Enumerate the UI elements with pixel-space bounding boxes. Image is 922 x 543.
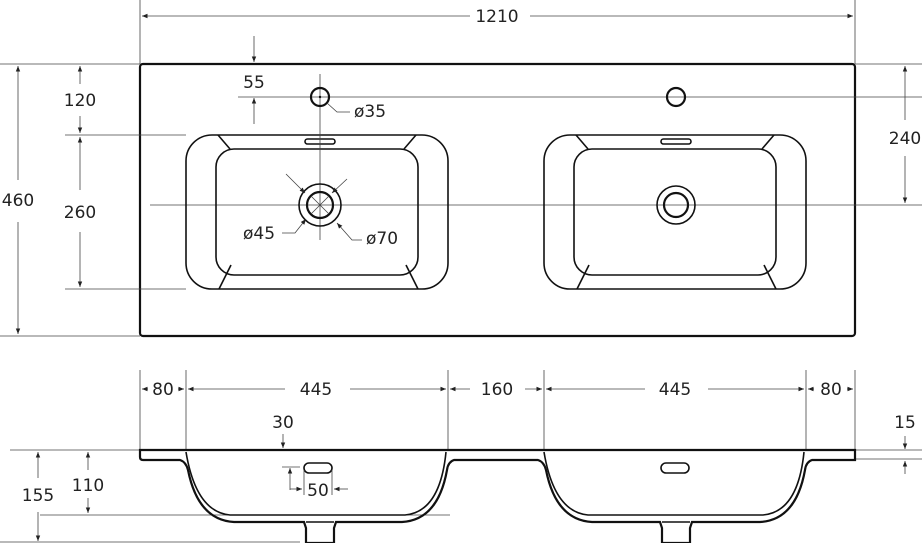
sink-profile-outline [138, 448, 857, 543]
dim-rim-thickness: 15 [894, 413, 916, 433]
dim-right-margin: 80 [820, 380, 842, 400]
dim-bowl-depth: 260 [64, 203, 96, 223]
dim-tap-hole-diameter: ø35 [354, 102, 386, 122]
drain-outer [298, 183, 342, 227]
dim-overall-depth: 460 [2, 191, 34, 211]
tap-hole [665, 86, 687, 108]
dim-tap-offset: 55 [243, 73, 265, 93]
overflow-hole-side [303, 462, 333, 474]
left-bowl-top [185, 74, 449, 290]
dim-overflow-width: 50 [307, 481, 329, 501]
dim-left-bowl-width: 445 [300, 380, 332, 400]
top-view: 1210 460 120 260 55 240 [0, 0, 922, 338]
dim-back-to-center: 240 [889, 129, 921, 149]
dim-bowl-height: 110 [72, 476, 104, 496]
dim-drain-inner-diameter: ø45 [243, 224, 275, 244]
dim-left-margin: 80 [152, 380, 174, 400]
overflow-hole-side [660, 462, 690, 474]
dim-right-bowl-width: 445 [659, 380, 691, 400]
drain-inner [305, 190, 335, 220]
dim-front-to-bowl: 120 [64, 91, 96, 111]
dim-drain-outer-diameter: ø70 [366, 229, 398, 249]
tap-hole [309, 86, 331, 108]
side-view: 80 445 160 445 80 30 15 155 110 [0, 370, 922, 543]
countertop-outline [138, 62, 857, 338]
right-bowl-top [543, 86, 807, 290]
dim-overall-width: 1210 [475, 7, 518, 27]
dim-total-height: 155 [22, 486, 54, 506]
dim-overflow-offset: 30 [272, 413, 294, 433]
dim-bowl-gap: 160 [481, 380, 513, 400]
